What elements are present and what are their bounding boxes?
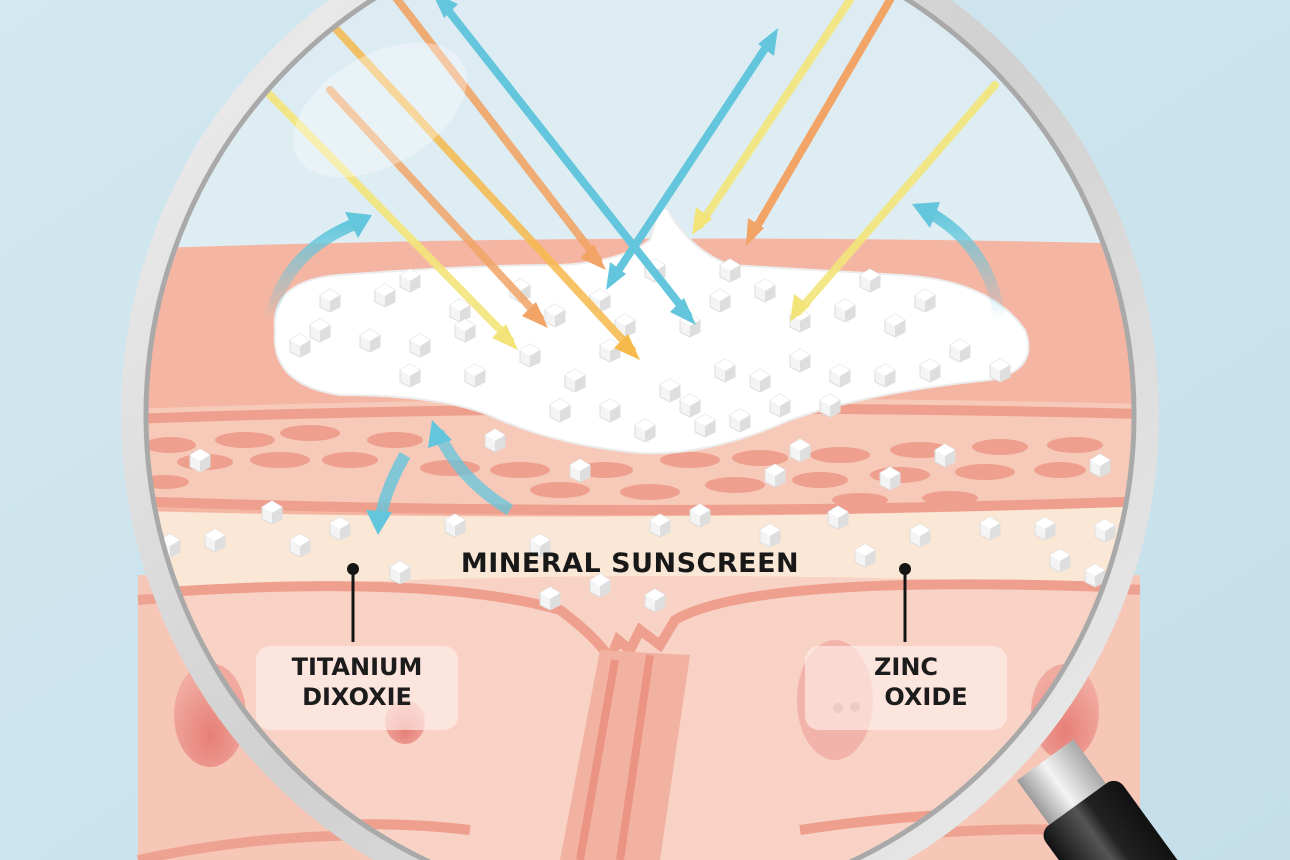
magnifier-lens-ring <box>121 0 1159 860</box>
callout-zinc-oxide: ZINC OXIDE <box>805 646 1007 730</box>
callout-line: DIXOXIE <box>302 683 412 711</box>
uv-rays <box>266 0 999 360</box>
callout-line: ZINC <box>873 653 939 681</box>
diagram-title: MINERAL SUNSCREEN <box>460 548 800 579</box>
lens-glare <box>293 42 467 178</box>
reflection-arcs <box>264 202 1006 535</box>
callout-line: OXIDE <box>884 683 968 711</box>
magnifier-handle <box>1016 739 1230 860</box>
callout-line: TITANIUM <box>291 653 423 681</box>
cell-ovals <box>146 425 1103 507</box>
callout-leaders <box>347 563 911 642</box>
callout-titanium-dioxide: TITANIUM DIXOXIE <box>256 646 458 730</box>
